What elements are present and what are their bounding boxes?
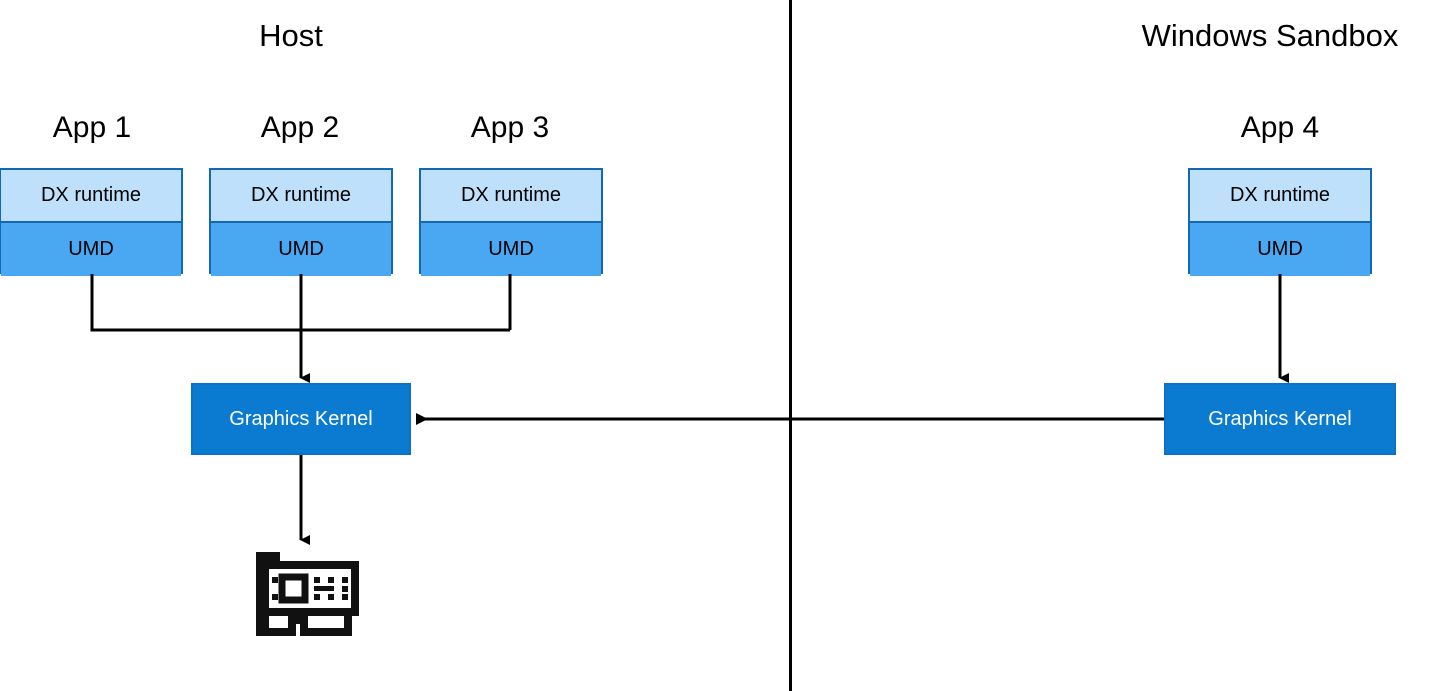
- app-stack-app-3[interactable]: DX runtime UMD: [419, 168, 603, 276]
- app-4-umd-row: UMD: [1190, 223, 1370, 276]
- app-2-umd-row: UMD: [211, 223, 391, 276]
- app-label-app-3: App 3: [470, 111, 550, 144]
- app-3-dx-runtime-row: DX runtime: [421, 170, 601, 223]
- host-sandbox-divider: [789, 0, 792, 691]
- app-1-dx-runtime-row: DX runtime: [1, 170, 181, 223]
- graphics-card-icon: [252, 548, 360, 645]
- connector-app1-to-bus: [90, 274, 510, 332]
- app-label-app-1: App 1: [52, 111, 132, 144]
- graphics-kernel-host[interactable]: Graphics Kernel: [191, 383, 411, 455]
- section-title-host: Host: [259, 18, 323, 53]
- app-label-app-2: App 2: [260, 111, 340, 144]
- app-stack-app-2[interactable]: DX runtime UMD: [209, 168, 393, 276]
- app-3-umd-row: UMD: [421, 223, 601, 276]
- section-title-windows-sandbox: Windows Sandbox: [1141, 18, 1399, 53]
- app-2-dx-runtime-row: DX runtime: [211, 170, 391, 223]
- graphics-kernel-sandbox[interactable]: Graphics Kernel: [1164, 383, 1396, 455]
- app-4-dx-runtime-row: DX runtime: [1190, 170, 1370, 223]
- app-1-umd-row: UMD: [1, 223, 181, 276]
- app-stack-app-1[interactable]: DX runtime UMD: [0, 168, 183, 276]
- app-stack-app-4[interactable]: DX runtime UMD: [1188, 168, 1372, 276]
- app-label-app-4: App 4: [1240, 111, 1320, 144]
